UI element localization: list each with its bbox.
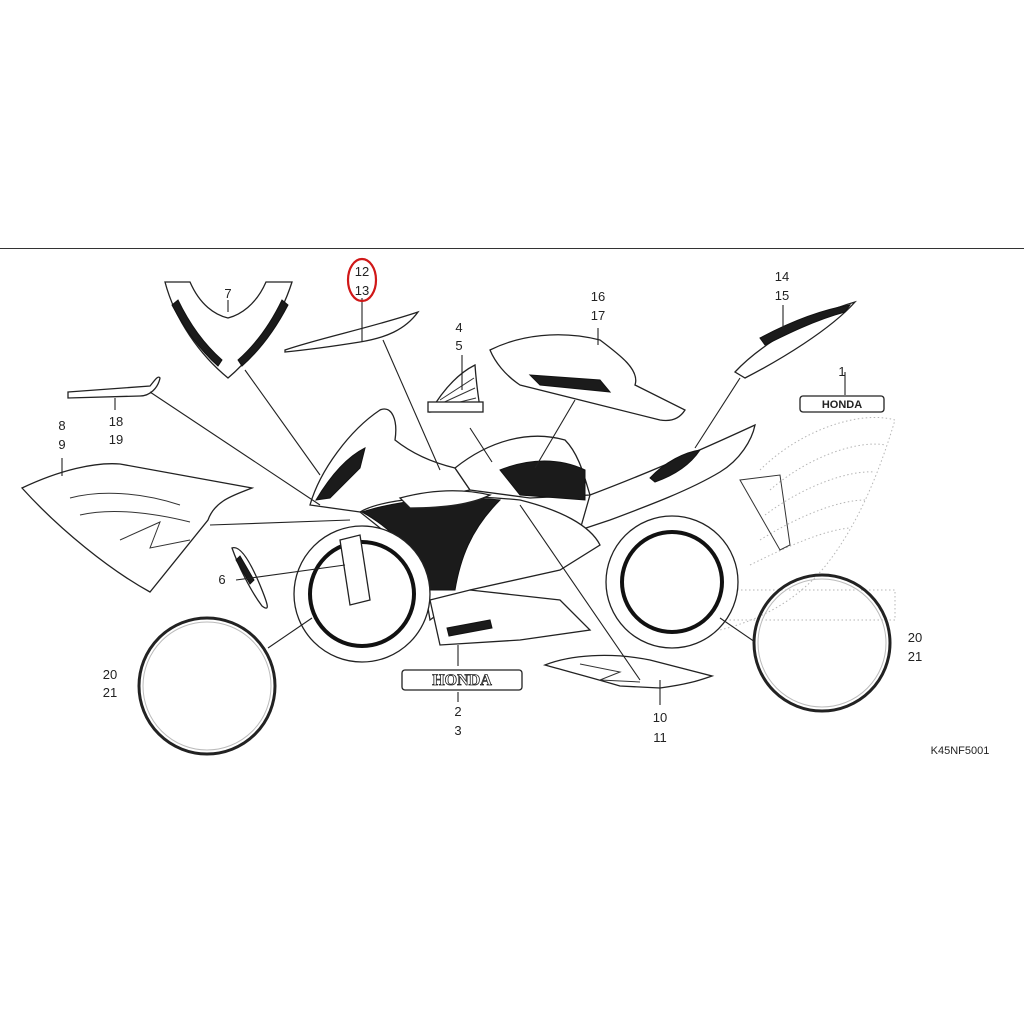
honda-badge-text-1: HONDA: [822, 399, 862, 411]
part-20-21-rim-tape-right: [752, 573, 892, 713]
callout-21-right: 21: [908, 649, 922, 664]
rim-tape-right-inner: [757, 578, 887, 708]
callout-11: 11: [653, 730, 667, 745]
motorcycle-outline: [293, 408, 791, 663]
callout-9: 9: [58, 437, 65, 452]
parts-diagram-frame: [0, 248, 1024, 769]
callout-21-left: 21: [103, 685, 117, 700]
part-1-honda-badge: HONDA: [799, 395, 885, 413]
part-8-9-side-panel-decal: [20, 463, 255, 593]
part-16-17-tank-panel: [489, 334, 686, 422]
drawing-code: K45NF5001: [931, 745, 990, 757]
callout-labels: 1 2 3 4 5 6 7 8 9 10 11 12 13 14 15 16 1…: [58, 264, 922, 745]
callout-17: 17: [591, 308, 605, 323]
part-4-5-wing-emblem: [427, 363, 484, 413]
part-12-13-screen-strip: [284, 310, 420, 353]
callout-3: 3: [454, 723, 461, 738]
part-10-11-lower-decal: [542, 654, 715, 689]
honda-badge-text-2: HONDA: [432, 672, 492, 689]
callout-20-right: 20: [908, 630, 922, 645]
leader-lines: [61, 298, 846, 705]
part-7-front-fairing-decal: [164, 281, 293, 379]
callout-6: 6: [218, 572, 225, 587]
part-18-19-stripe: [67, 376, 161, 399]
callout-14: 14: [775, 269, 789, 284]
callout-1: 1: [838, 364, 845, 379]
callout-13: 13: [355, 283, 369, 298]
callout-16: 16: [591, 289, 605, 304]
callout-7: 7: [224, 286, 231, 301]
highlight-oval: [346, 257, 378, 303]
part-2-3-honda-badge: HONDA: [401, 669, 523, 691]
part-14-15-tail-stripe: [733, 300, 857, 379]
callout-2: 2: [454, 704, 461, 719]
part-20-21-rim-tape-left: [137, 616, 277, 756]
callout-20-left: 20: [103, 667, 117, 682]
rim-tape-left-inner: [142, 621, 272, 751]
callout-5: 5: [455, 338, 462, 353]
callout-4: 4: [455, 320, 462, 335]
callout-8: 8: [58, 418, 65, 433]
callout-10: 10: [653, 710, 667, 725]
callout-12: 12: [355, 264, 369, 279]
callout-19: 19: [109, 432, 123, 447]
callout-18: 18: [109, 414, 123, 429]
callout-15: 15: [775, 288, 789, 303]
